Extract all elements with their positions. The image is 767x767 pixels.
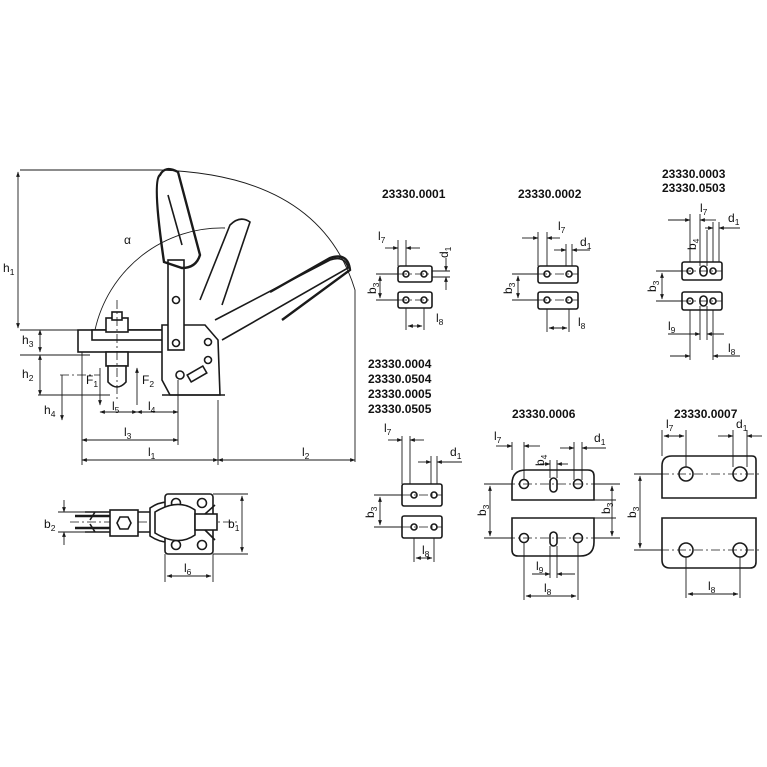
clamp-top-view: [58, 493, 248, 582]
handle-grip-closed: [155, 167, 202, 270]
part-number-0003: 23330.0003: [662, 167, 726, 181]
svg-text:b3: b3: [475, 504, 491, 516]
svg-text:l5: l5: [112, 399, 120, 415]
svg-text:d1: d1: [728, 211, 740, 227]
pivot-icon: [203, 337, 213, 347]
part-number-0503: 23330.0503: [662, 181, 726, 195]
svg-text:b1: b1: [228, 517, 240, 533]
svg-text:l2: l2: [302, 445, 310, 461]
svg-text:F1: F1: [86, 373, 98, 389]
handle-open-position: [214, 257, 349, 341]
variant-0003-drawing: [656, 214, 740, 360]
svg-text:l8: l8: [544, 581, 552, 597]
svg-text:h1: h1: [3, 261, 15, 277]
pivot-icon: [175, 370, 185, 380]
part-number-0006: 23330.0006: [512, 407, 576, 421]
variant-0006-labels: l7 d1 b4 b3 b3 l9 l8: [475, 429, 615, 597]
svg-text:F2: F2: [142, 373, 154, 389]
svg-text:l7: l7: [700, 201, 708, 217]
variant-0007-labels: l7 d1 b3 l8: [625, 417, 748, 595]
svg-text:α: α: [124, 233, 131, 247]
svg-text:l9: l9: [536, 559, 544, 575]
variant-0006-drawing: [484, 442, 620, 600]
part-number-0002: 23330.0002: [518, 187, 582, 201]
svg-text:b3: b3: [599, 502, 615, 514]
part-number-0001: 23330.0001: [382, 187, 446, 201]
svg-text:l8: l8: [578, 315, 586, 331]
svg-text:b3: b3: [501, 282, 517, 294]
svg-text:l8: l8: [422, 543, 430, 559]
handle-link: [167, 259, 185, 351]
swing-arc: [94, 227, 226, 331]
variant-0002-labels: l7 d1 b3 l8: [501, 219, 592, 331]
pivot-icon: [203, 355, 213, 365]
svg-text:d1: d1: [736, 417, 748, 433]
part-number-0004: 23330.0004: [368, 357, 432, 371]
svg-text:l7: l7: [666, 417, 674, 433]
svg-text:d1: d1: [450, 445, 462, 461]
svg-text:d1: d1: [594, 431, 606, 447]
clamp-side-view: [16, 167, 356, 465]
svg-text:l8: l8: [436, 311, 444, 327]
part-number-0504: 23330.0504: [368, 372, 432, 386]
svg-text:b4: b4: [685, 238, 701, 250]
svg-text:l7: l7: [378, 229, 386, 245]
svg-text:d1: d1: [580, 235, 592, 251]
svg-text:l3: l3: [124, 425, 132, 441]
variant-0004-labels: l7 d1 b3 l8: [363, 421, 462, 559]
svg-text:l6: l6: [184, 561, 192, 577]
svg-text:b3: b3: [365, 282, 381, 294]
svg-text:l8: l8: [728, 341, 736, 357]
part-number-0505: 23330.0505: [368, 402, 432, 416]
variant-0007-drawing: [634, 430, 762, 598]
svg-text:l4: l4: [148, 399, 156, 415]
svg-text:b3: b3: [645, 280, 661, 292]
svg-text:b2: b2: [44, 517, 56, 533]
svg-text:l7: l7: [494, 429, 502, 445]
svg-text:b3: b3: [625, 506, 641, 518]
variant-0004-drawing: [374, 436, 462, 562]
svg-text:h2: h2: [22, 367, 34, 383]
svg-text:l7: l7: [558, 219, 566, 235]
variant-0002-drawing: [512, 232, 590, 332]
side-view-labels: h1 h3 h2 h4 F1 F2 l5 l4 l3 l1 l2 α: [3, 233, 310, 461]
part-number-0007: 23330.0007: [674, 407, 738, 421]
variant-0001-labels: l7 d1 b3 l8: [365, 229, 453, 327]
svg-text:h3: h3: [22, 333, 34, 349]
variant-0003-labels: l7 d1 b4 b3 l9 l8: [645, 201, 740, 357]
svg-text:b4: b4: [533, 454, 549, 466]
handle-open-position: [199, 218, 251, 306]
svg-text:l1: l1: [148, 445, 156, 461]
part-number-0005: 23330.0005: [368, 387, 432, 401]
svg-text:b3: b3: [363, 506, 379, 518]
svg-text:h4: h4: [44, 403, 56, 419]
variant-0001-drawing: [376, 240, 450, 330]
svg-text:l8: l8: [708, 579, 716, 595]
spindle-hex: [109, 509, 139, 537]
svg-text:l9: l9: [668, 319, 676, 335]
top-view-labels: b2 b1 l6: [44, 517, 240, 577]
svg-text:d1: d1: [437, 246, 453, 258]
svg-text:l7: l7: [384, 421, 392, 437]
